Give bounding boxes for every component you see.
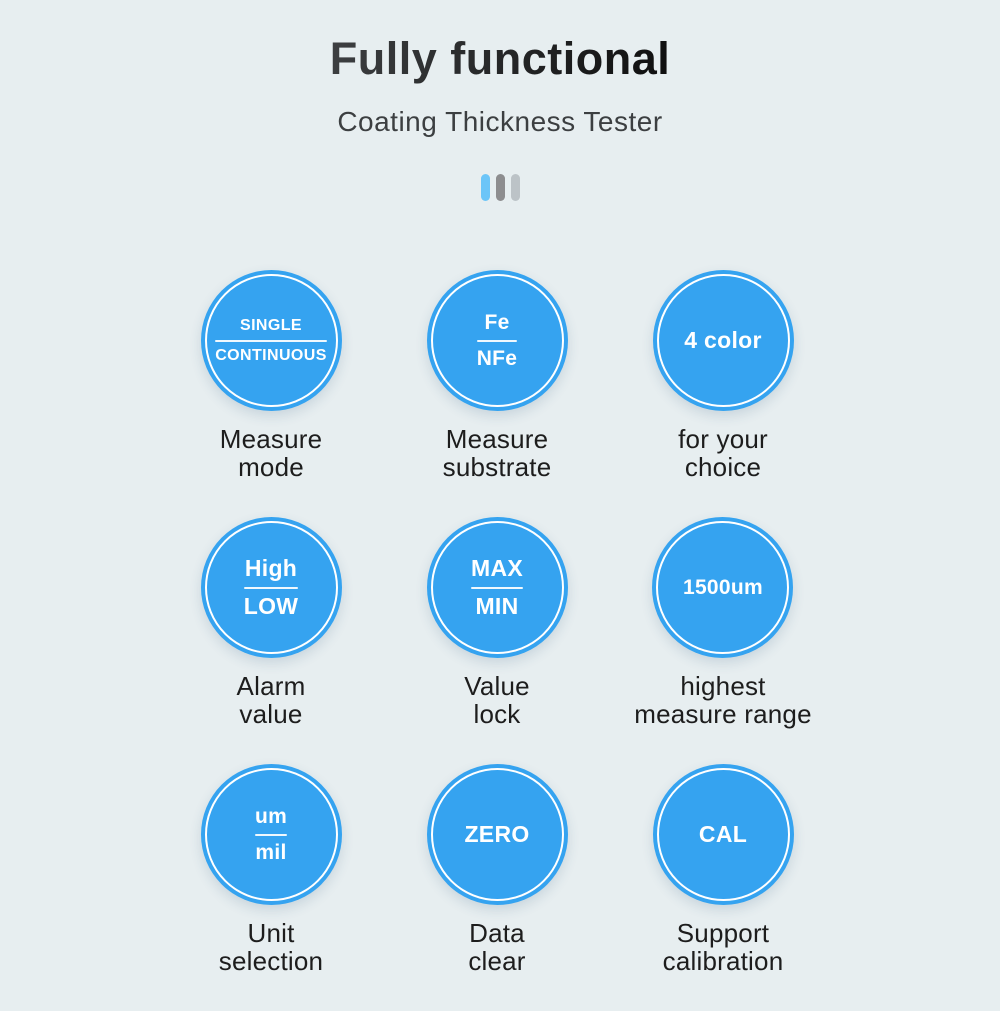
feature-circle-alarm-value: High LOW <box>200 517 342 658</box>
feature-label-measure-range: highest measure range <box>634 672 811 728</box>
feature-label-color-choice: for your choice <box>678 425 768 481</box>
badge-stack: 4 color <box>684 326 762 353</box>
feature-item-unit-selection: um mil Unit selection <box>200 764 342 1011</box>
feature-circle-color-choice: 4 color <box>652 270 794 411</box>
badge-stack: High LOW <box>243 555 299 619</box>
feature-label-unit-selection: Unit selection <box>219 919 323 975</box>
badge-stack: Fe NFe <box>476 311 518 370</box>
feature-circle-unit-selection: um mil <box>200 764 342 905</box>
feature-circle-measure-mode: SINGLE CONTINUOUS <box>200 270 342 411</box>
label-line-2: value <box>239 699 303 730</box>
label-line-2: calibration <box>662 946 784 977</box>
label-line-2: measure range <box>634 699 812 730</box>
decor-bar-gray-icon <box>495 174 505 201</box>
feature-item-color-choice: 4 color for your choice <box>652 270 794 517</box>
label-line-2: clear <box>468 946 526 977</box>
feature-circle-measure-range: 1500um <box>652 517 794 658</box>
badge-stack: ZERO <box>464 820 530 847</box>
feature-item-value-lock: MAX MIN Value lock <box>426 517 568 764</box>
feature-label-calibration: Support calibration <box>663 919 784 975</box>
feature-label-measure-substrate: Measure substrate <box>443 425 552 481</box>
badge-bottom-text: CONTINUOUS <box>215 346 327 364</box>
badge-bottom-text: mil <box>255 840 287 864</box>
label-line-2: selection <box>218 946 324 977</box>
badge-top-text: MAX <box>470 555 523 582</box>
feature-item-measure-mode: SINGLE CONTINUOUS Measure mode <box>200 270 342 517</box>
badge-divider <box>243 586 299 589</box>
feature-item-measure-substrate: Fe NFe Measure substrate <box>426 270 568 517</box>
feature-circle-calibration: CAL <box>652 764 794 905</box>
feature-label-measure-mode: Measure mode <box>220 425 323 481</box>
label-line-1: Measure <box>219 424 323 454</box>
badge-stack: 1500um <box>683 576 763 599</box>
feature-circle-value-lock: MAX MIN <box>426 517 568 658</box>
label-line-1: Measure <box>445 424 549 454</box>
feature-item-alarm-value: High LOW Alarm value <box>200 517 342 764</box>
feature-label-value-lock: Value lock <box>464 672 530 728</box>
badge-single-text: 1500um <box>682 575 763 599</box>
decor-bar-blue-icon <box>480 174 490 201</box>
badge-bottom-text: MIN <box>475 592 519 619</box>
decor-bar-lightgray-icon <box>510 174 520 201</box>
label-line-1: for your <box>678 424 768 454</box>
badge-top-text: SINGLE <box>240 316 302 334</box>
feature-grid: SINGLE CONTINUOUS Measure mode Fe NFe Me… <box>158 270 836 1011</box>
badge-single-text: CAL <box>698 820 748 847</box>
label-line-2: mode <box>238 452 304 483</box>
badge-stack: CAL <box>698 820 748 847</box>
label-line-1: Data <box>469 918 525 948</box>
label-line-1: Support <box>676 918 770 948</box>
badge-divider <box>254 833 288 836</box>
badge-bottom-text: LOW <box>243 592 299 619</box>
label-line-2: choice <box>684 452 762 483</box>
badge-divider <box>470 586 523 589</box>
badge-single-text: ZERO <box>464 820 530 847</box>
badge-top-text: um <box>254 805 288 829</box>
label-line-2: substrate <box>442 452 552 483</box>
badge-stack: um mil <box>254 805 288 864</box>
feature-item-data-clear: ZERO Data clear <box>426 764 568 1011</box>
page-title: Fully functional <box>0 34 1000 84</box>
badge-divider <box>476 339 518 342</box>
badge-divider <box>215 339 327 342</box>
label-line-1: Alarm <box>236 671 306 701</box>
feature-item-measure-range: 1500um highest measure range <box>634 517 812 764</box>
page-subtitle: Coating Thickness Tester <box>337 106 663 137</box>
label-line-1: Unit <box>247 918 295 948</box>
label-line-1: highest <box>680 671 766 701</box>
badge-top-text: High <box>244 555 298 582</box>
badge-stack: SINGLE CONTINUOUS <box>215 317 327 364</box>
feature-item-calibration: CAL Support calibration <box>652 764 794 1011</box>
label-line-2: lock <box>473 699 521 730</box>
feature-circle-data-clear: ZERO <box>426 764 568 905</box>
feature-circle-measure-substrate: Fe NFe <box>426 270 568 411</box>
badge-single-text: 4 color <box>684 326 762 353</box>
badge-bottom-text: NFe <box>476 346 518 370</box>
feature-label-alarm-value: Alarm value <box>237 672 306 728</box>
badge-top-text: Fe <box>484 311 510 335</box>
decor-bars <box>0 174 1000 201</box>
label-line-1: Value <box>464 671 530 701</box>
feature-label-data-clear: Data clear <box>468 919 525 975</box>
badge-stack: MAX MIN <box>470 555 523 619</box>
